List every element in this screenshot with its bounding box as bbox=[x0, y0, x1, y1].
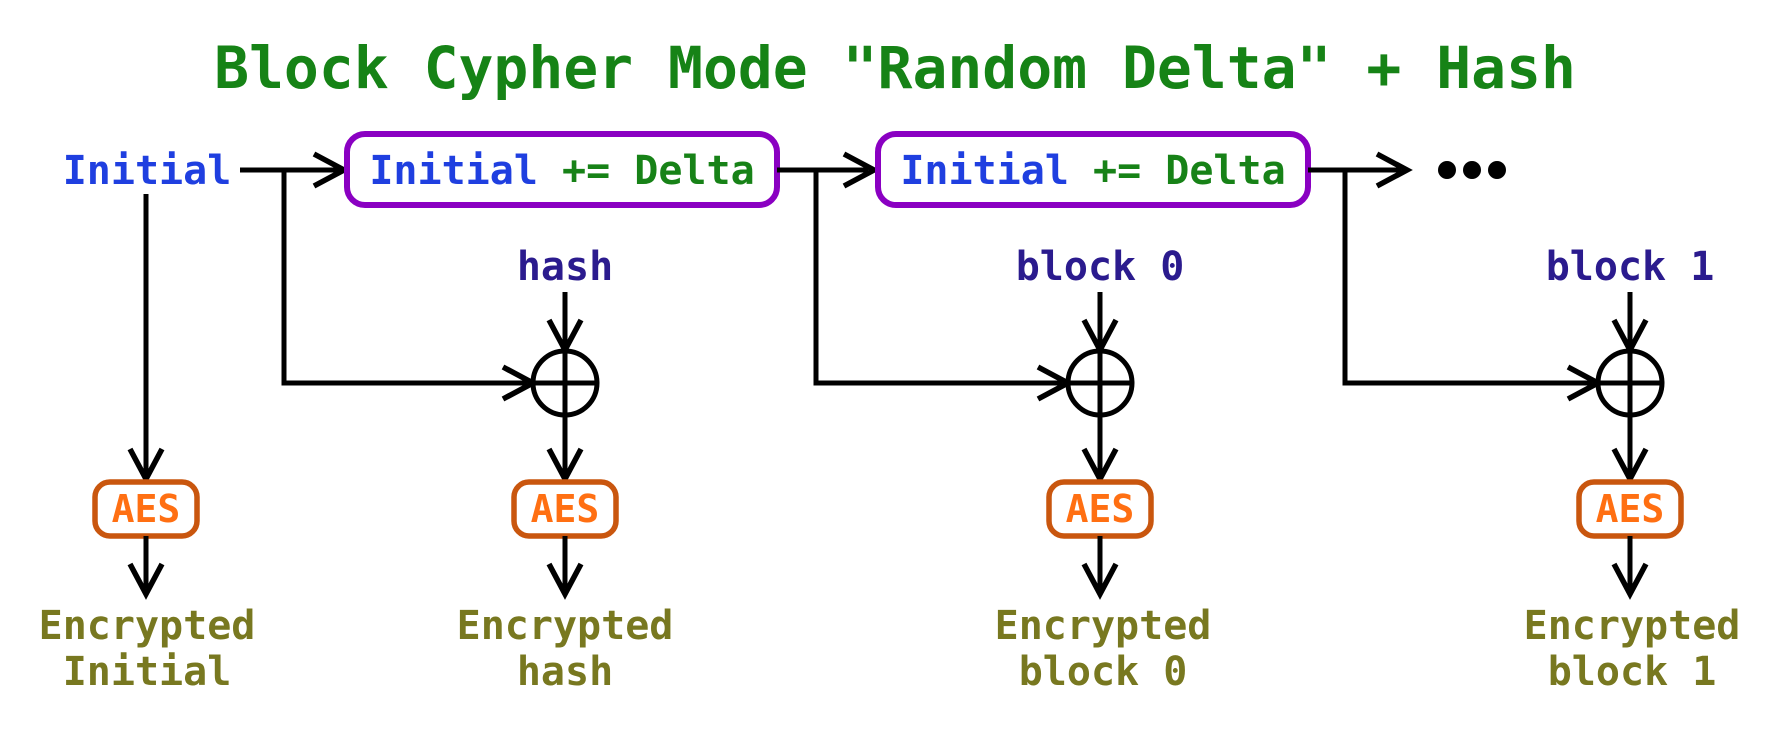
output-label-encrypted-block-1: Encrypted block 1 bbox=[1524, 603, 1741, 695]
update-box-1-lhs: Initial bbox=[369, 148, 538, 194]
output-line1: Encrypted bbox=[1524, 603, 1741, 649]
update-box-1-label: Initial += Delta bbox=[369, 148, 754, 194]
branch-box1-to-xor2 bbox=[813, 170, 1068, 399]
output-label-encrypted-block-0: Encrypted block 0 bbox=[995, 603, 1212, 695]
output-line1: Encrypted bbox=[457, 603, 674, 649]
output-line1: Encrypted bbox=[995, 603, 1212, 649]
update-box-1-rhs: += Delta bbox=[538, 148, 755, 194]
update-box-2-lhs: Initial bbox=[900, 148, 1069, 194]
arrow-initial-to-box1 bbox=[240, 154, 344, 186]
arrow-box2-to-dots bbox=[1308, 154, 1407, 186]
aes-box-1: AES bbox=[92, 479, 200, 594]
update-box-1: Initial += Delta bbox=[344, 131, 780, 208]
aes-box-3: AES bbox=[1046, 479, 1154, 594]
initial-value-label: Initial bbox=[63, 148, 232, 194]
output-label-encrypted-initial: Encrypted Initial bbox=[39, 603, 256, 695]
branch-initial-to-xor1 bbox=[281, 170, 533, 399]
input-label-block-0: block 0 bbox=[1016, 244, 1185, 290]
wire bbox=[281, 170, 527, 386]
xor-node-1 bbox=[530, 292, 600, 479]
branch-box2-to-xor3 bbox=[1342, 170, 1598, 399]
aes-box-4: AES bbox=[1576, 479, 1684, 594]
aes-box-3-label: AES bbox=[1066, 487, 1135, 531]
output-line2: hash bbox=[517, 649, 613, 695]
continuation-dots-icon bbox=[1438, 161, 1506, 179]
output-line1: Encrypted bbox=[39, 603, 256, 649]
wire bbox=[1342, 170, 1592, 386]
dot bbox=[1438, 161, 1456, 179]
update-box-2: Initial += Delta bbox=[875, 131, 1311, 208]
dot bbox=[1488, 161, 1506, 179]
dot bbox=[1463, 161, 1481, 179]
aes-box-4-label: AES bbox=[1596, 487, 1665, 531]
arrow-box1-to-box2 bbox=[777, 154, 874, 186]
column-initial-flow bbox=[130, 194, 162, 479]
xor-node-2 bbox=[1065, 292, 1135, 479]
input-label-block-1: block 1 bbox=[1546, 244, 1715, 290]
update-box-2-rhs: += Delta bbox=[1069, 148, 1286, 194]
aes-box-1-label: AES bbox=[112, 487, 181, 531]
output-line2: block 1 bbox=[1548, 649, 1717, 695]
update-box-2-label: Initial += Delta bbox=[900, 148, 1285, 194]
aes-box-2-label: AES bbox=[531, 487, 600, 531]
input-label-hash: hash bbox=[517, 244, 613, 290]
diagram-title: Block Cypher Mode "Random Delta" + Hash bbox=[214, 34, 1576, 102]
output-label-encrypted-hash: Encrypted hash bbox=[457, 603, 674, 695]
output-line2: Initial bbox=[63, 649, 232, 695]
output-line2: block 0 bbox=[1019, 649, 1188, 695]
xor-node-3 bbox=[1595, 292, 1665, 479]
wire bbox=[813, 170, 1062, 386]
aes-box-2: AES bbox=[511, 479, 619, 594]
